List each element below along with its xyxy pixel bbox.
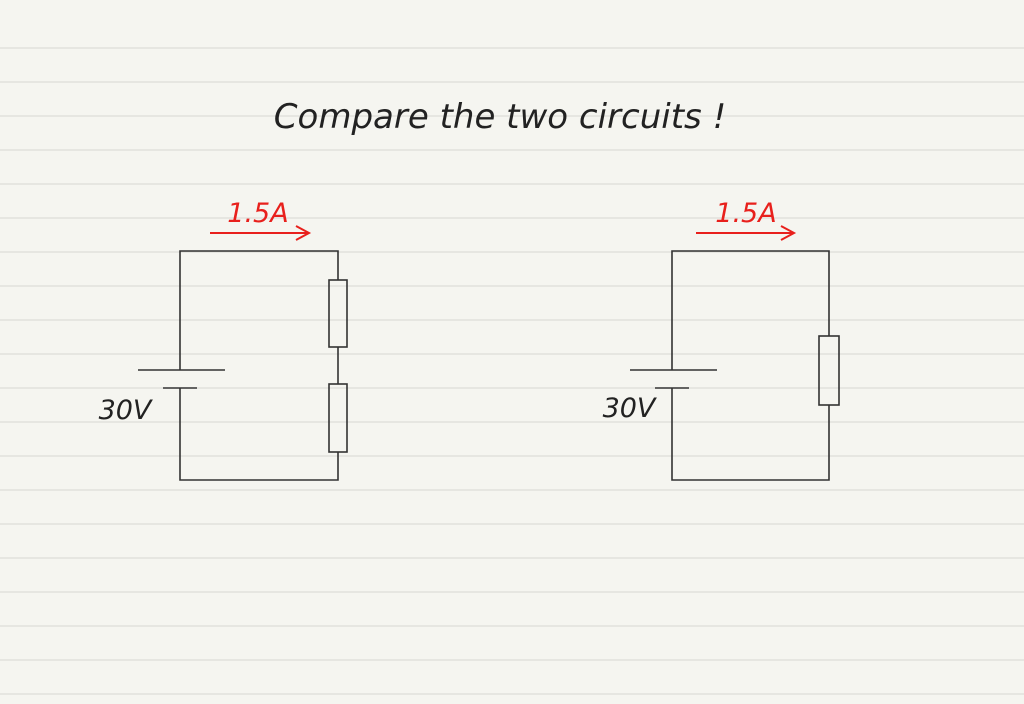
battery-2 bbox=[630, 369, 717, 389]
current-arrow-2 bbox=[696, 225, 797, 241]
wires-1 bbox=[179, 250, 339, 481]
circuit-1: 1.5A 30V bbox=[99, 198, 348, 481]
voltage-label-2: 30V bbox=[603, 393, 658, 424]
ruled-lines bbox=[0, 47, 1024, 695]
current-label-1: 1.5A bbox=[227, 198, 288, 229]
battery-1 bbox=[138, 369, 225, 389]
resistor-1b bbox=[328, 383, 348, 453]
current-label-2: 1.5A bbox=[715, 198, 776, 229]
current-arrow-1 bbox=[210, 225, 312, 241]
page-title: Compare the two circuits ! bbox=[274, 97, 726, 137]
voltage-label-1: 30V bbox=[99, 395, 154, 426]
resistor-2 bbox=[818, 335, 840, 406]
wires-2 bbox=[671, 250, 830, 481]
circuit-2: 1.5A 30V bbox=[603, 198, 840, 481]
resistor-1a bbox=[328, 279, 348, 348]
